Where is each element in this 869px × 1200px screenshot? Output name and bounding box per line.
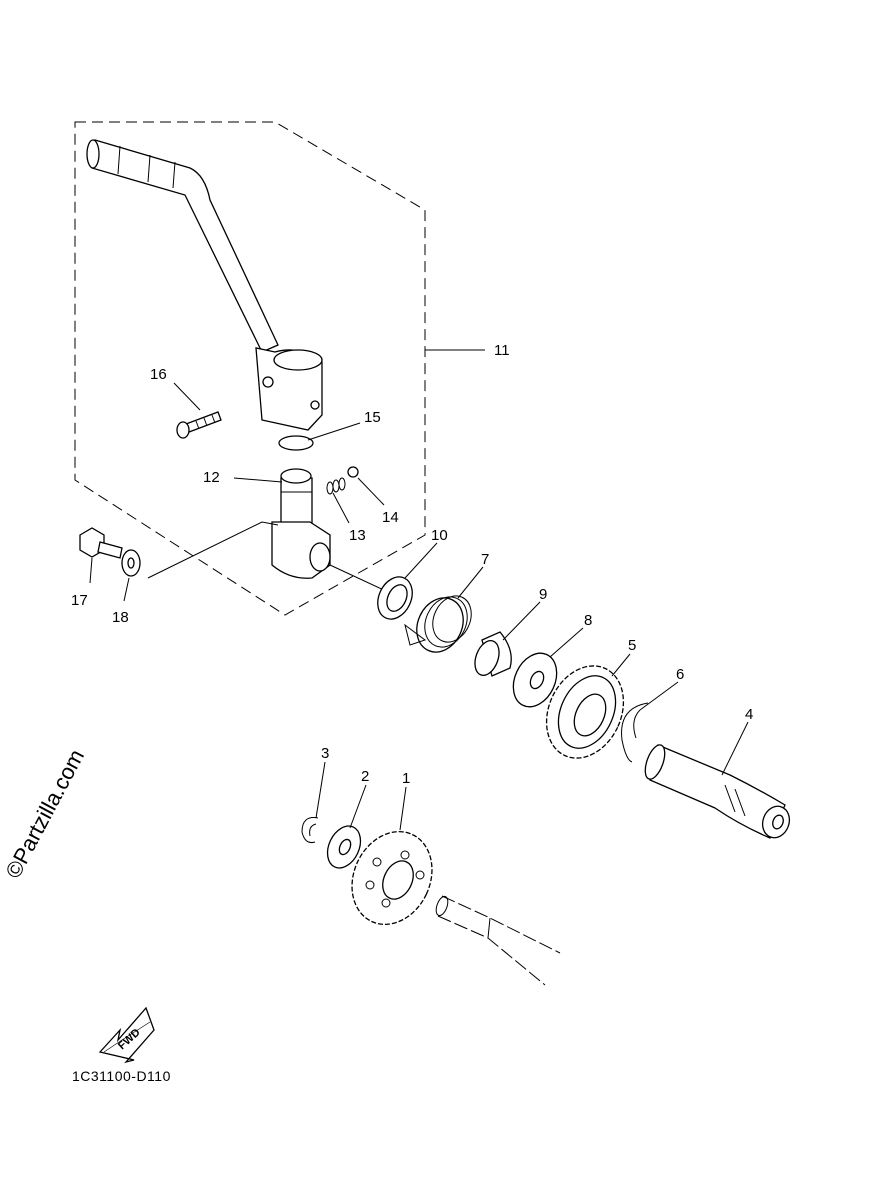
bolt-17[interactable] [79, 527, 123, 559]
callout-13: 13 [349, 527, 366, 544]
callout-5: 5 [628, 637, 636, 654]
drawing-code: 1C31100-D110 [72, 1068, 171, 1084]
callout-2: 2 [361, 768, 369, 785]
washer-2[interactable] [321, 821, 367, 874]
callout-6: 6 [676, 666, 684, 683]
kick-lever[interactable] [86, 139, 323, 431]
assembly-outline [74, 121, 426, 616]
circlip-3[interactable] [301, 817, 319, 843]
callout-15: 15 [364, 409, 381, 426]
clip-6[interactable] [621, 702, 649, 763]
callout-7: 7 [481, 551, 489, 568]
callout-16: 16 [150, 366, 167, 383]
callout-11: 11 [494, 342, 510, 359]
fwd-arrow-icon: FWD [98, 1006, 155, 1064]
callout-3: 3 [321, 745, 329, 762]
watermark: ©Partzilla.com [0, 745, 89, 882]
kick-axle-4[interactable] [641, 742, 793, 841]
callout-18: 18 [112, 609, 129, 626]
leader-lines [89, 382, 749, 831]
spacer-9[interactable] [471, 631, 512, 679]
callout-8: 8 [584, 612, 592, 629]
callout-9: 9 [539, 586, 547, 603]
main-axle [435, 895, 561, 986]
torsion-spring-7[interactable] [404, 590, 478, 660]
callout-17: 17 [71, 592, 88, 609]
spring-13[interactable] [326, 477, 346, 495]
callout-12: 12 [203, 469, 220, 486]
callout-1: 1 [402, 770, 410, 787]
bolt-16[interactable] [176, 411, 222, 439]
seal-10[interactable] [371, 571, 419, 624]
washer-18[interactable] [121, 549, 141, 577]
ball-14[interactable] [347, 466, 359, 478]
callout-14: 14 [382, 509, 399, 526]
callout-4: 4 [745, 706, 753, 723]
gear-5[interactable] [532, 653, 638, 770]
washer-8[interactable] [505, 646, 565, 714]
kick-shaft-12[interactable] [271, 468, 331, 579]
gear-1[interactable] [337, 818, 446, 937]
callout-10: 10 [431, 527, 448, 544]
o-ring-15[interactable] [278, 435, 314, 451]
